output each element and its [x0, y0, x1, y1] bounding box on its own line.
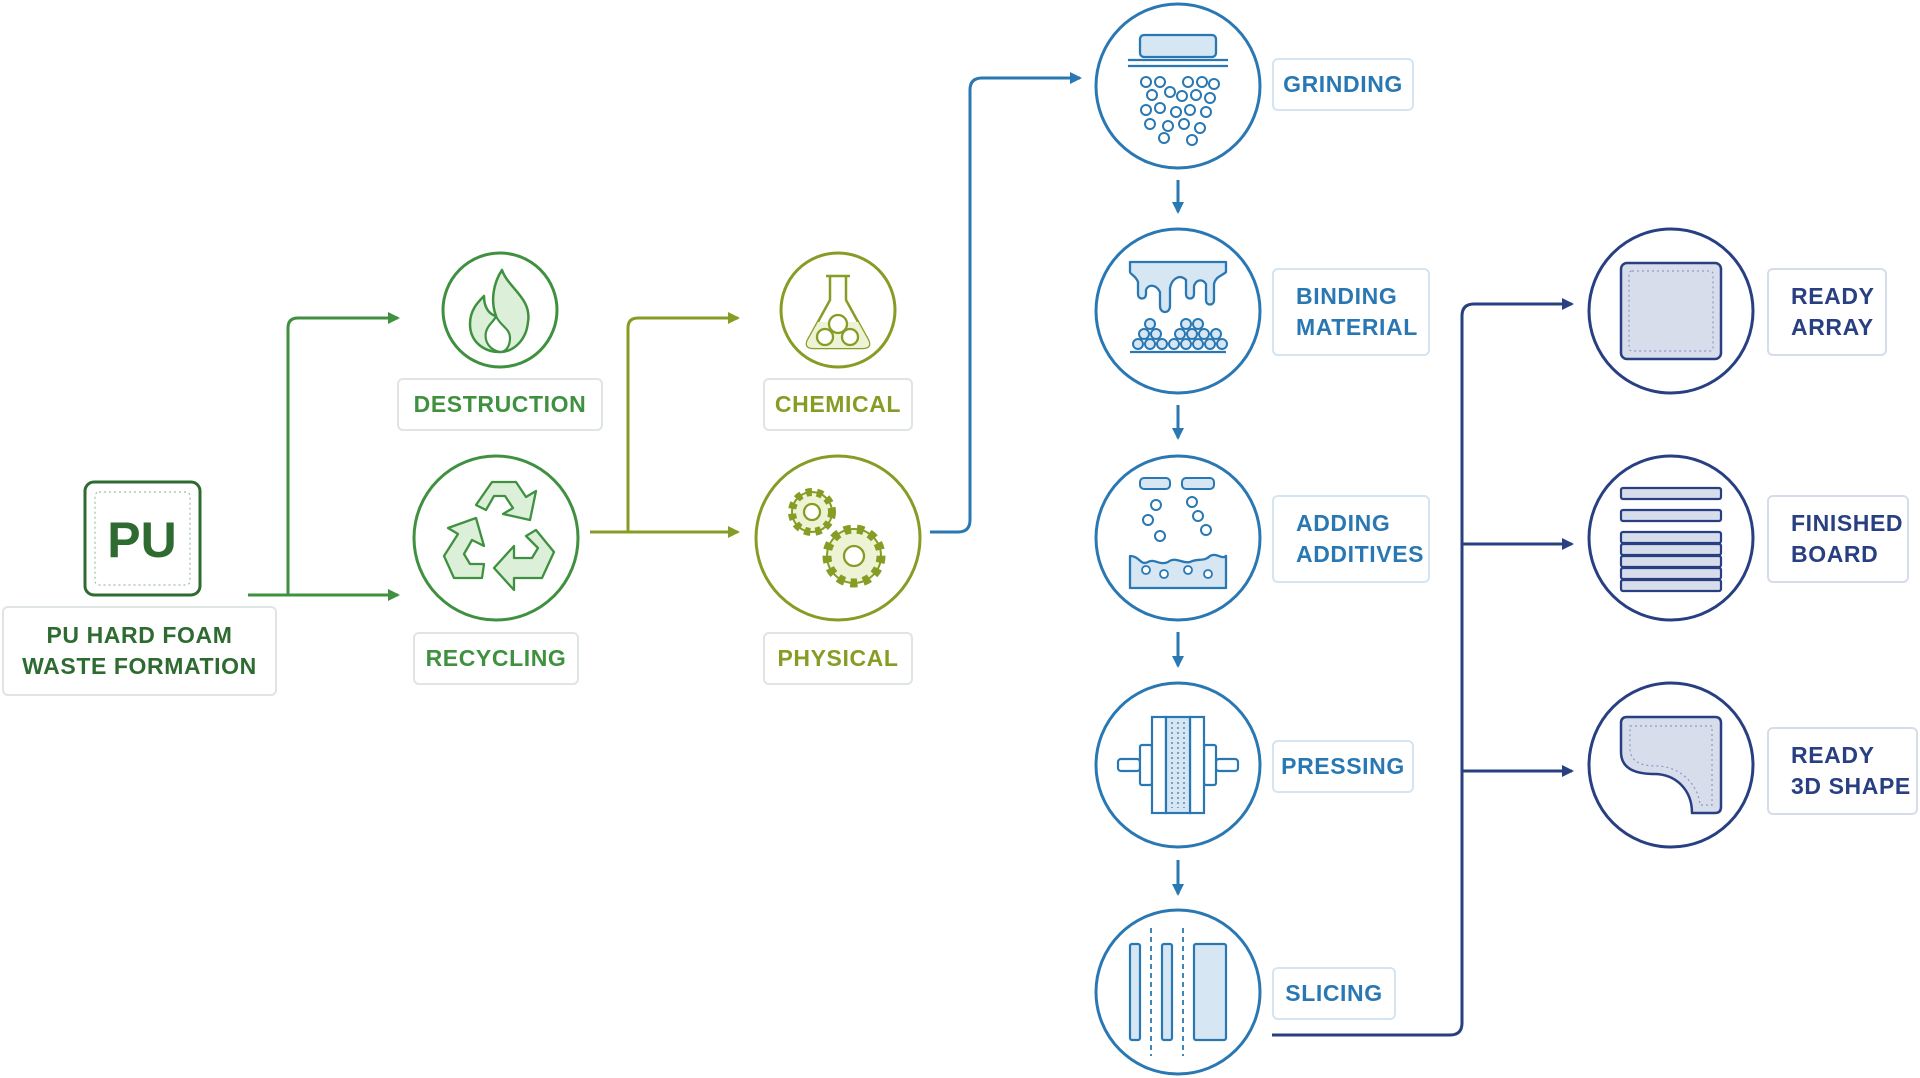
label-text: PHYSICAL: [777, 645, 899, 671]
label-text: CHEMICAL: [774, 391, 902, 417]
connector-slicing-to-outputs: [1272, 298, 1574, 1037]
label-physical: PHYSICAL: [763, 632, 913, 685]
additives-icon: [1094, 454, 1262, 622]
press-icon: [1094, 681, 1262, 849]
label-text: RECYCLING: [425, 645, 567, 671]
label-line: ARRAY: [1791, 314, 1874, 340]
label-text: GRINDING: [1283, 71, 1403, 97]
connector-physical-to-grinding: [930, 72, 1082, 534]
label-line: READY: [1791, 742, 1875, 768]
label-line: BINDING: [1296, 283, 1398, 309]
label-grinding: GRINDING: [1272, 58, 1414, 111]
label-line: READY: [1791, 283, 1875, 309]
label-ready-3d-shape: READY 3D SHAPE: [1767, 727, 1918, 815]
binder-drip-icon: [1094, 227, 1262, 395]
label-line: ADDITIVES: [1296, 541, 1425, 567]
recycle-icon: [412, 454, 580, 622]
gears-icon: [754, 454, 922, 622]
label-recycling: RECYCLING: [413, 632, 579, 685]
label-line: PU HARD FOAM: [46, 622, 233, 648]
label-pu-hard-foam-waste-formation: PU HARD FOAM WASTE FORMATION: [2, 606, 277, 696]
label-text: DESTRUCTION: [413, 391, 587, 417]
label-binding-material: BINDING MATERIAL: [1272, 268, 1430, 356]
connector-recycling-to-chemical: [626, 312, 740, 532]
label-line: 3D SHAPE: [1791, 773, 1911, 799]
label-line: BOARD: [1791, 541, 1879, 567]
connector-source-to-destruction: [286, 312, 400, 595]
label-adding-additives: ADDING ADDITIVES: [1272, 495, 1430, 583]
label-text: PRESSING: [1281, 753, 1405, 779]
grinder-icon: [1094, 2, 1262, 170]
label-line: WASTE FORMATION: [22, 653, 257, 679]
label-pressing: PRESSING: [1272, 740, 1414, 793]
flame-icon: [441, 251, 559, 369]
label-ready-array: READY ARRAY: [1767, 268, 1887, 356]
slicing-icon: [1094, 908, 1262, 1076]
label-chemical: CHEMICAL: [763, 378, 913, 431]
label-line: FINISHED: [1791, 510, 1904, 536]
pu-badge-icon: PU: [83, 480, 202, 597]
pu-badge-text: PU: [107, 512, 176, 568]
label-text: SLICING: [1285, 980, 1383, 1006]
label-line: MATERIAL: [1296, 314, 1418, 340]
label-destruction: DESTRUCTION: [397, 378, 603, 431]
board-stack-icon: [1587, 454, 1755, 622]
label-slicing: SLICING: [1272, 967, 1396, 1020]
label-line: ADDING: [1296, 510, 1391, 536]
array-block-icon: [1587, 227, 1755, 395]
label-finished-board: FINISHED BOARD: [1767, 495, 1909, 583]
flask-icon: [779, 251, 897, 369]
shape-3d-icon: [1587, 681, 1755, 849]
